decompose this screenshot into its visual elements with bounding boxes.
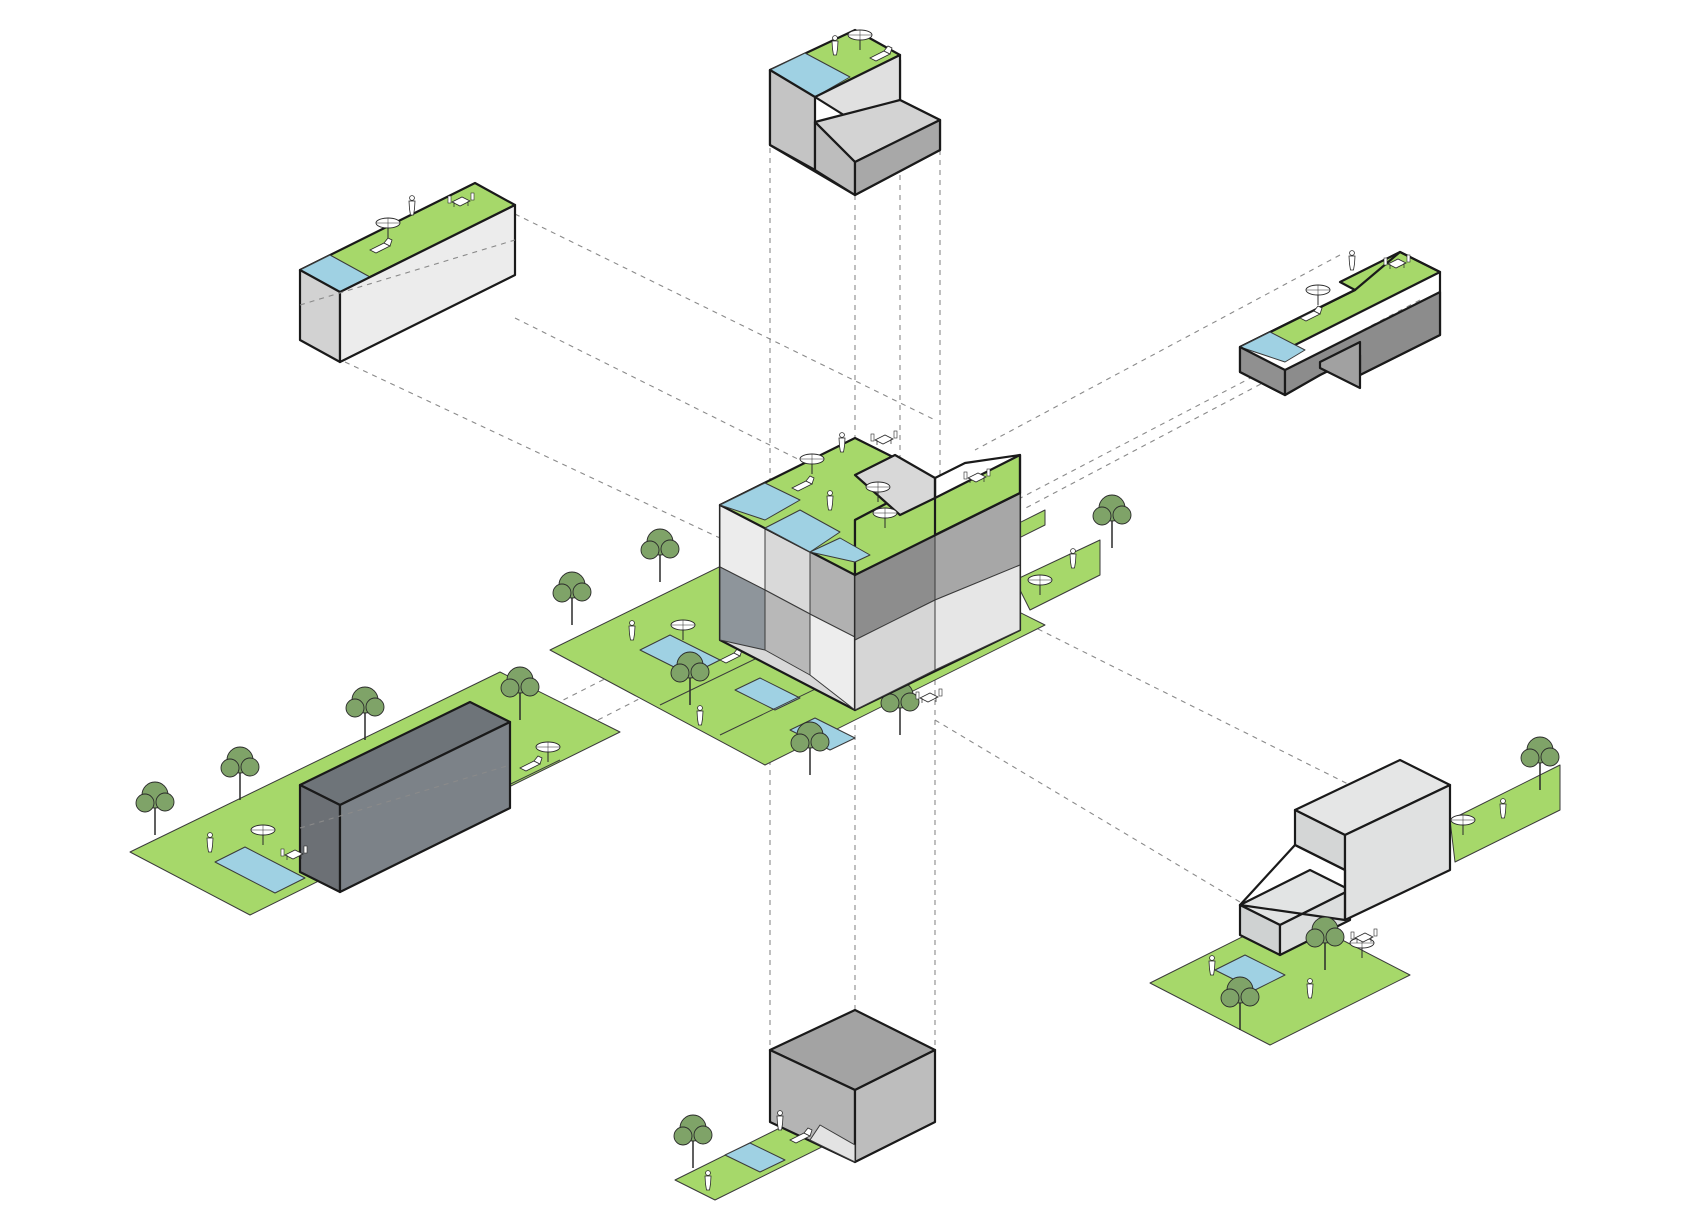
block-top [768,28,942,197]
guide-line [299,239,516,306]
outline [1238,843,1347,922]
wall-right [853,118,942,197]
wall-panel [809,1124,856,1163]
outline [933,453,1022,537]
tree-icon [640,528,680,583]
block-top-right [1238,250,1442,397]
roof-pool [764,509,841,553]
wall-right [853,1048,937,1164]
pool [214,846,306,894]
guide-line [299,764,511,829]
ground-plane [1014,539,1101,611]
wall-long [338,720,512,894]
guide-line [514,213,936,421]
block-top-left [298,181,517,364]
block-bottom-left [129,666,621,916]
tree-icon [135,781,175,836]
roof-pool [719,482,801,521]
tree-icon [1092,494,1132,549]
pool [724,1142,786,1173]
guide-line [974,254,1341,451]
dining-set-icon [915,688,943,704]
tree-icon [673,1114,713,1169]
person-icon [696,705,704,726]
roof-pool [809,537,871,563]
person-icon [776,1110,784,1131]
block-bottom-right [1149,736,1561,1046]
person-icon [831,35,839,56]
guide-line [514,317,881,501]
wall-panel [934,564,1021,671]
wall-stub [1318,340,1362,390]
person-icon [1499,798,1507,819]
guide-line [934,719,1246,906]
person-icon [408,195,416,216]
person-icon [628,620,636,641]
person-icon [1348,250,1356,271]
wall-end [298,783,342,894]
person-icon [826,490,834,511]
umbrella-icon [1305,284,1331,306]
central-building [718,430,1022,712]
pool [734,677,801,711]
person-icon [838,432,846,453]
person-icon [206,832,214,853]
roof-pool [1239,331,1306,363]
guide-line [344,361,721,539]
block-bottom [673,1008,937,1201]
tree-icon [552,571,592,626]
dining-set-icon [870,430,898,446]
person-icon [1306,978,1314,999]
person-icon [704,1170,712,1191]
guide-line [1019,619,1411,816]
person-icon [1069,548,1077,569]
wall-long [338,203,517,364]
person-icon [1208,955,1216,976]
